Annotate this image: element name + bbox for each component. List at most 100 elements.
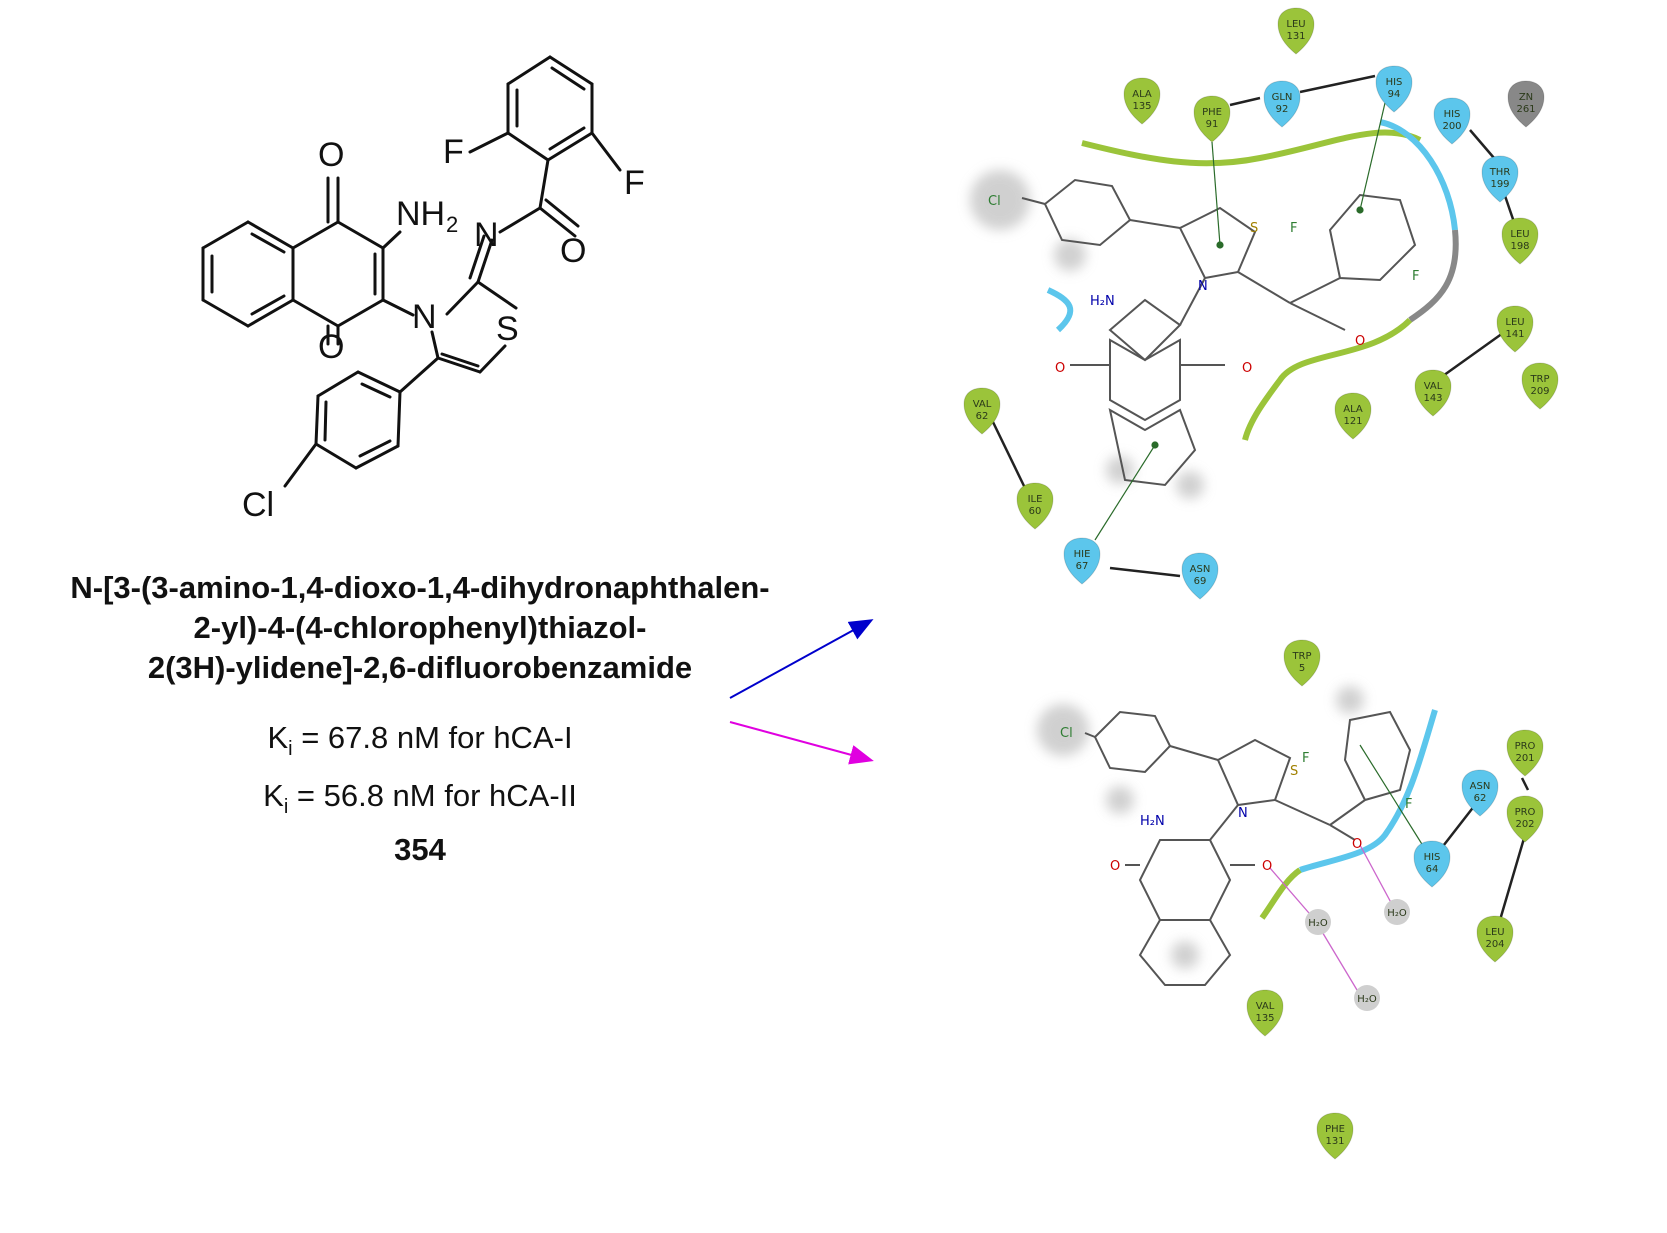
residue-badge-shape — [1063, 537, 1101, 585]
label-s: S — [1250, 221, 1258, 236]
residue-badge-shape — [1016, 482, 1054, 530]
compound-number: 354 — [394, 832, 446, 867]
hca2-backbone-links — [1439, 777, 1530, 921]
residue-number: 60 — [1029, 506, 1042, 517]
residue-name: HIS — [1424, 852, 1441, 863]
label-o3: O — [1352, 837, 1362, 852]
residue-number: 143 — [1423, 393, 1442, 404]
residue-name: ASN — [1190, 564, 1211, 575]
pocket-contour-hydrophobic — [1081, 129, 1422, 167]
residue-name: VAL — [1424, 381, 1443, 392]
residue-name: TRP — [1529, 374, 1549, 385]
residue-number: 5 — [1299, 663, 1305, 674]
residue-badge-shape — [1506, 795, 1544, 843]
atom-cl: Cl — [242, 486, 274, 524]
hca1-interaction-diagram: Cl S N F F H₂N O O O LEU131ALA135PHE91GL… — [963, 7, 1559, 600]
arrow-to-hca2 — [729, 721, 874, 765]
residue-name: GLN — [1272, 92, 1293, 103]
residue-name: ILE — [1028, 494, 1043, 505]
residue-name: HIE — [1074, 549, 1091, 560]
compound-name-line-3: 2(3H)-ylidene]-2,6-difluorobenzamide — [147, 650, 693, 685]
residue-number: 204 — [1485, 939, 1504, 950]
arrow-to-hca1 — [729, 619, 874, 699]
residue-badge-shape — [1506, 729, 1544, 777]
label-nh2: H₂N — [1140, 814, 1165, 829]
hca1-ligand-labels: Cl S N F F H₂N O O O — [988, 194, 1419, 376]
atom-nh2-subscript: 2 — [446, 212, 458, 237]
residue-name: PRO — [1515, 741, 1536, 752]
label-o3: O — [1355, 334, 1365, 349]
residue-badge-shape — [1263, 80, 1301, 128]
atom-f-left: F — [443, 133, 464, 171]
ki-hca2: Ki = 56.8 nM for hCA-II — [263, 778, 577, 819]
residue-badge-shape — [1476, 915, 1514, 963]
pocket-contour-polar-b — [1299, 709, 1438, 873]
pocket-contour-polar-2 — [1046, 287, 1074, 333]
compound-name-line-1: N-[3-(3-amino-1,4-dioxo-1,4-dihydronapht… — [70, 570, 770, 605]
atom-n-imine: N — [474, 216, 499, 254]
compound-name-line-2: 2-yl)-4-(4-chlorophenyl)thiazol- — [193, 610, 647, 645]
residue-number: 69 — [1194, 576, 1207, 587]
residue-badge-shape — [1181, 552, 1219, 600]
hca1-pi-interactions — [1094, 102, 1386, 541]
residue-number: 67 — [1076, 561, 1089, 572]
residue-number: 64 — [1426, 864, 1439, 875]
residue-number: 198 — [1510, 241, 1529, 252]
atom-o-bottom: O — [318, 328, 344, 366]
residue-name: PHE — [1325, 1124, 1345, 1135]
label-cl: Cl — [988, 194, 1001, 209]
label-n: N — [1198, 279, 1208, 294]
residue-name: VAL — [973, 399, 992, 410]
residue-badge-shape — [1507, 80, 1545, 128]
atom-nh2: NH — [396, 195, 445, 233]
residue-number: 62 — [1474, 793, 1487, 804]
atom-o-amide: O — [560, 232, 586, 270]
residue-number: 131 — [1325, 1136, 1344, 1147]
atom-s-thiazole: S — [496, 310, 519, 348]
water-molecule — [1384, 899, 1410, 925]
residue-badge-shape — [1501, 217, 1539, 265]
pocket-contour-hydrophobic-2 — [1242, 317, 1413, 441]
hca1-residues: LEU131ALA135PHE91GLN92HIS94HIS200ZN261TH… — [963, 7, 1559, 600]
residue-name: HIS — [1444, 109, 1461, 120]
residue-badge-shape — [1246, 989, 1284, 1037]
pocket-contour-hydrophobic-b — [1259, 867, 1302, 920]
residue-badge-shape — [1461, 769, 1499, 817]
residue-number: 131 — [1286, 31, 1305, 42]
difluorophenyl-ring — [468, 55, 622, 172]
residue-number: 209 — [1530, 386, 1549, 397]
atom-f-right: F — [624, 164, 645, 202]
residue-number: 94 — [1388, 89, 1401, 100]
benzo-ring — [201, 220, 295, 328]
residue-badge-shape — [1414, 369, 1452, 417]
residue-name: THR — [1489, 167, 1511, 178]
residue-badge-shape — [1481, 155, 1519, 203]
water-molecule — [1305, 909, 1331, 935]
residue-badge-shape — [1283, 639, 1321, 687]
residue-name: PHE — [1202, 107, 1222, 118]
hca2-hbonds — [1269, 844, 1396, 996]
label-n: N — [1238, 806, 1248, 821]
quinone-ring — [291, 176, 415, 346]
atom-n-thiazole: N — [412, 298, 437, 336]
hca2-interaction-diagram: Cl S N F F H₂N O O O TRP5PRO201ASN62PRO2… — [1037, 639, 1544, 1160]
water-label: H₂O — [1308, 918, 1328, 929]
residue-name: ALA — [1132, 89, 1152, 100]
